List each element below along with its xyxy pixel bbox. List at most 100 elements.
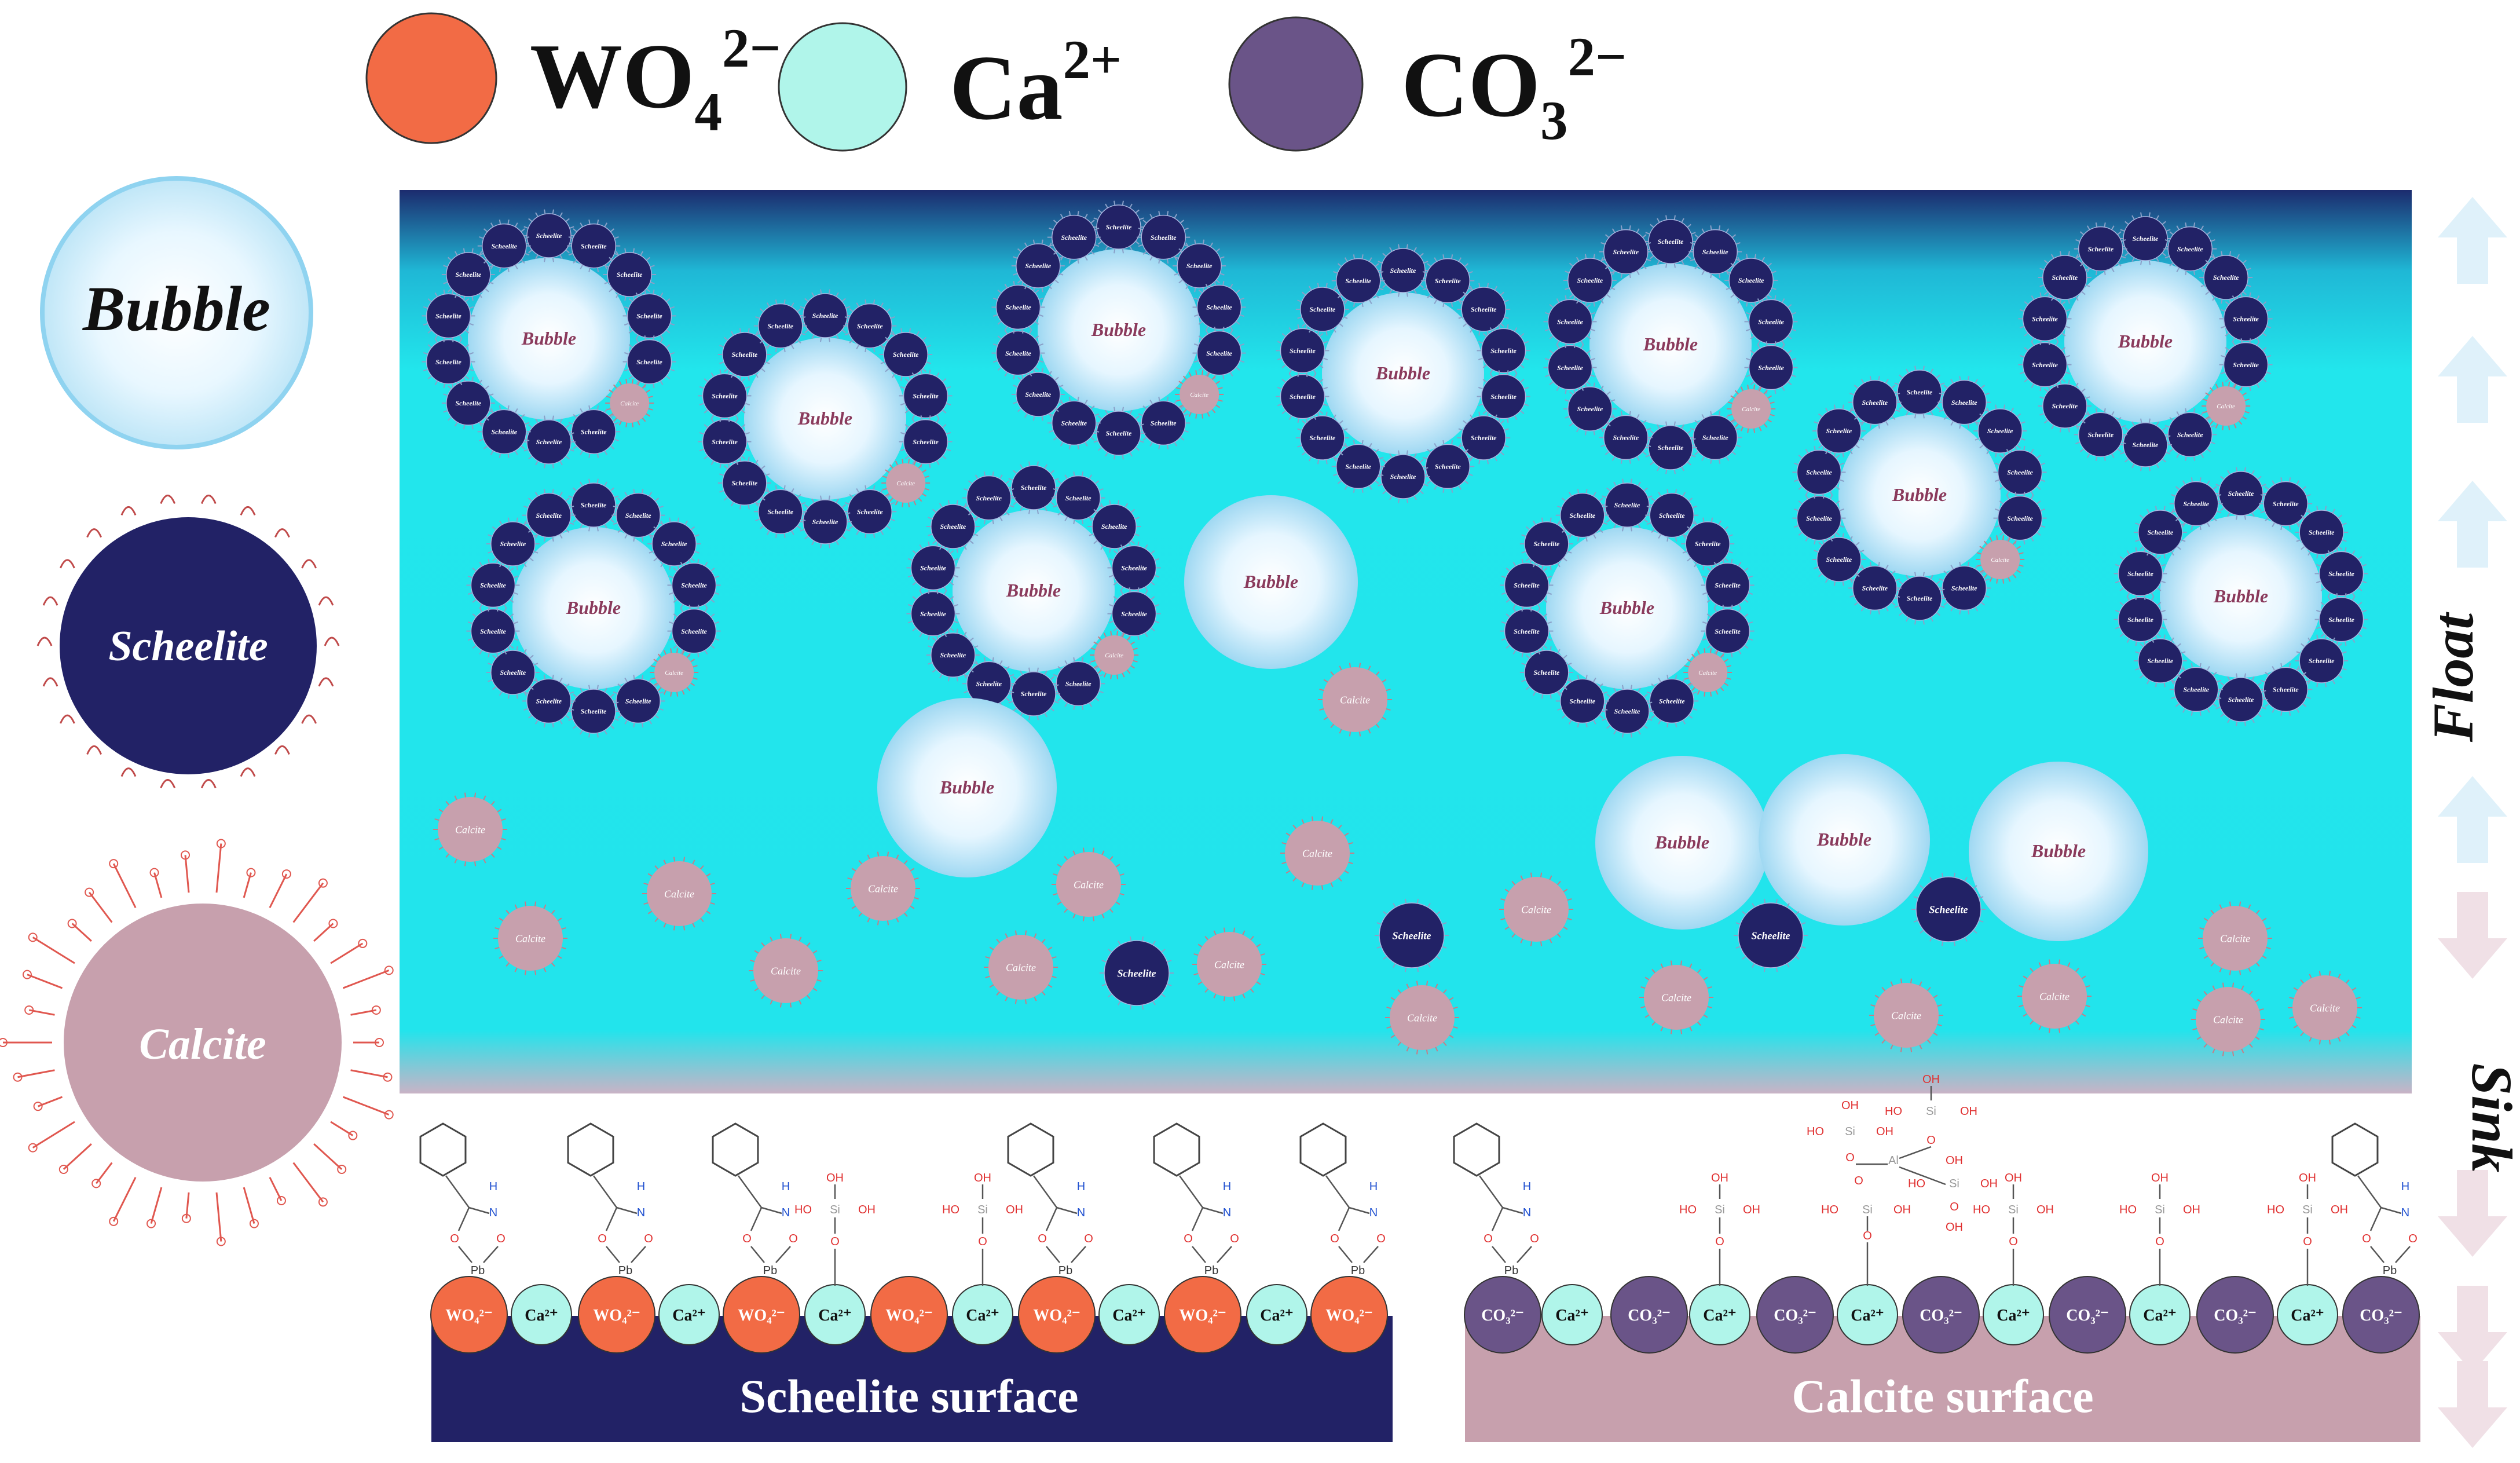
reagent-tick	[1710, 648, 1712, 653]
reagent-tick	[1833, 581, 1836, 586]
calcite-label: Calcite	[515, 932, 545, 944]
reagent-tick	[1690, 427, 1695, 431]
reagent-tick	[2265, 672, 2269, 676]
reagent-tick	[804, 535, 809, 540]
reagent-tick	[2327, 550, 2331, 555]
reagent-tick	[1130, 540, 1136, 544]
scheelite-label: Scheelite	[1025, 390, 1052, 398]
scheelite-label: Scheelite	[913, 392, 939, 400]
reagent-tick	[1975, 379, 1979, 384]
calcite-particle: Calcite	[749, 934, 823, 1008]
reagent-tick	[900, 386, 906, 389]
reagent-tick	[1281, 333, 1286, 337]
reagent-tick	[2061, 378, 2066, 382]
reagent-tick	[452, 383, 454, 389]
reagent-tick	[2256, 337, 2260, 342]
scheelite-circle	[702, 373, 748, 419]
ion-label: WO₄²⁻	[885, 1307, 932, 1325]
reagent-tick	[1109, 500, 1111, 505]
reagent-tick	[614, 236, 619, 239]
reagent-tick	[1223, 927, 1226, 932]
scheelite-circle	[1547, 345, 1593, 390]
reagent-tick	[1682, 492, 1686, 497]
silicate-branch	[32, 937, 75, 964]
scheelite-particle: Scheelite	[1331, 254, 1385, 308]
reagent-tick	[801, 316, 806, 319]
reagent-tick	[2255, 909, 2260, 915]
reagent-tick	[1547, 575, 1552, 579]
reagent-tick	[2246, 268, 2251, 270]
bubble-circle	[2160, 515, 2322, 678]
bubble-circle	[2064, 261, 2226, 423]
reagent-tick	[1501, 575, 1507, 579]
silicate-node	[181, 1213, 191, 1223]
reagent-tick	[471, 425, 474, 430]
legend-item-co3: CO32−	[1228, 16, 1627, 152]
reagent-tick	[1174, 256, 1179, 259]
reagent-tick	[1657, 260, 1660, 265]
reagent-tick	[1470, 286, 1474, 291]
reagent-tick	[2302, 703, 2307, 707]
legend-ca-sup: 2+	[1063, 29, 1122, 90]
scheelite-particle: Scheelite	[1500, 605, 1554, 658]
reagent-tick	[1009, 504, 1014, 508]
reagent-tick	[992, 519, 994, 525]
reagent-tick	[521, 259, 525, 264]
reagent-tick	[2095, 222, 2098, 228]
reagent-tick	[996, 991, 1001, 996]
bubble-label: Bubble	[797, 408, 852, 429]
reagent-tick	[2262, 955, 2267, 959]
scheelite-label: Scheelite	[2309, 528, 2335, 536]
reagent-tick	[2219, 904, 2222, 909]
reagent-tick	[514, 408, 518, 413]
reagent-tick	[1416, 1049, 1419, 1055]
surface-ion-co3: CO₃²⁻	[2196, 1276, 2274, 1354]
reagent-tick	[1167, 983, 1172, 986]
scheelite-label: Scheelite	[1186, 262, 1213, 270]
scheelite-label: Scheelite	[1021, 690, 1047, 698]
scheelite-label: Scheelite	[1471, 434, 1497, 442]
reagent-tick	[1072, 913, 1076, 919]
reagent-tick	[1144, 632, 1148, 637]
reagent-tick	[710, 460, 715, 465]
bubble-circle	[1969, 762, 2148, 941]
reagent-tick	[996, 938, 1001, 943]
reagent-tick	[632, 422, 634, 427]
reagent-tick	[1332, 414, 1336, 419]
scheelite-particle: Scheelite	[1681, 517, 1735, 570]
atom-label: N	[782, 1206, 790, 1219]
reagent-tick	[1193, 972, 1199, 975]
reagent-tick	[926, 361, 931, 364]
bubble: Bubble	[744, 338, 906, 500]
reagent-tick	[1213, 930, 1217, 935]
reagent-tick	[1166, 258, 1169, 264]
reagent-tick	[2171, 696, 2176, 700]
reagent-tick	[633, 674, 635, 680]
reagent-tick	[1118, 941, 1121, 946]
reagent-tick	[1120, 544, 1124, 549]
reagent-tick	[1967, 423, 1970, 429]
reagent-tick	[1013, 401, 1018, 404]
reagent-tick	[614, 718, 619, 721]
reagent-tick	[1449, 997, 1454, 1001]
scheelite-particle: Scheelite	[466, 605, 520, 658]
scheelite-circle	[2078, 226, 2123, 272]
bubble: Bubble	[1589, 264, 1752, 426]
reagent-tick	[1728, 551, 1733, 554]
reagent-tick	[719, 490, 724, 493]
reagent-tick	[2257, 713, 2262, 718]
reagent-tick	[1726, 665, 1731, 668]
reagent-tick	[1184, 430, 1189, 433]
reagent-tick	[1610, 399, 1616, 402]
reagent-tick	[1791, 312, 1797, 315]
scheelite-particle: Scheelite	[1477, 370, 1530, 423]
reagent-tick	[1332, 456, 1336, 462]
reagent-tick	[1386, 689, 1391, 692]
reagent-tick	[506, 909, 510, 915]
reagent-tick	[1630, 478, 1632, 484]
reagent-tick	[704, 455, 708, 459]
reagent-tick	[936, 418, 940, 423]
reagent-tick	[992, 471, 994, 477]
bond	[1491, 1207, 1504, 1231]
reagent-tick	[569, 449, 574, 452]
